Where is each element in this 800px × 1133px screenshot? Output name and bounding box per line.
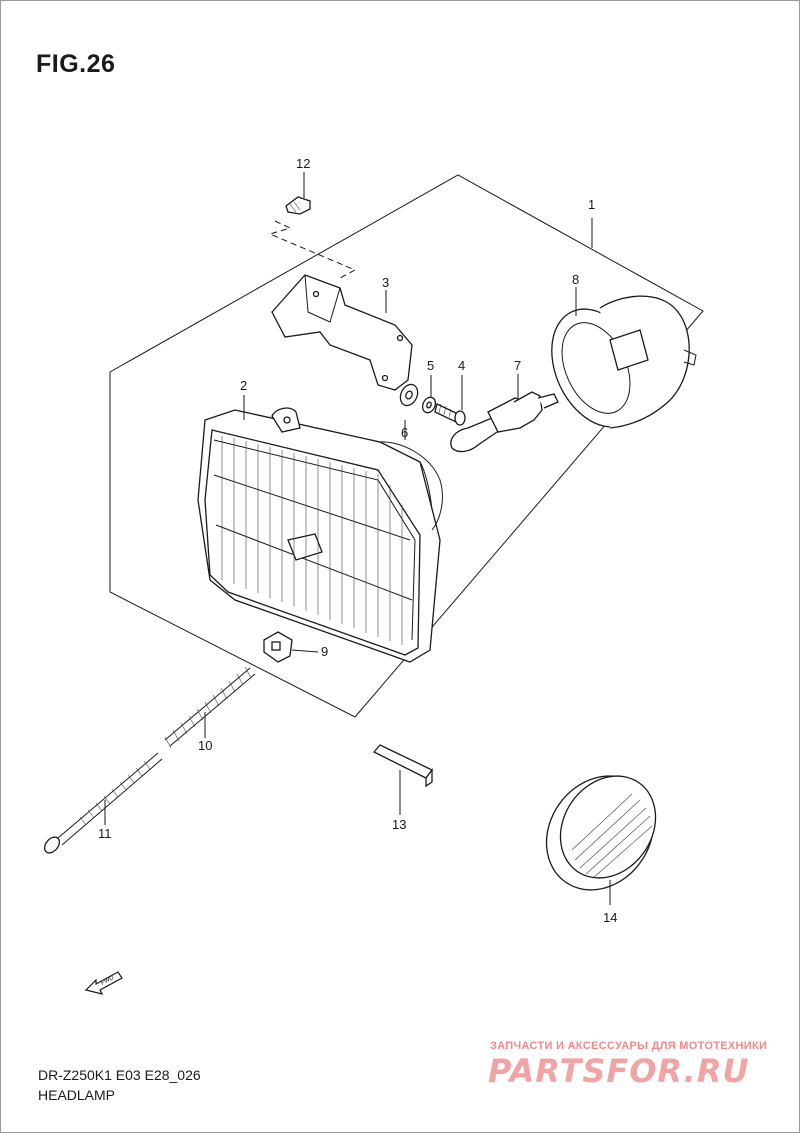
fwd-arrow-icon: FWD bbox=[84, 971, 123, 995]
watermark-caption: ЗАПЧАСТИ И АКСЕССУАРЫ ДЛЯ МОТОТЕХНИКИ bbox=[490, 1040, 768, 1052]
callout-4[interactable]: 4 bbox=[458, 358, 465, 373]
spring-10[interactable] bbox=[164, 666, 256, 749]
callout-9[interactable]: 9 bbox=[321, 644, 328, 659]
figure-title: FIG.26 bbox=[36, 50, 116, 78]
callout-12[interactable]: 12 bbox=[296, 156, 310, 171]
callout-3[interactable]: 3 bbox=[382, 275, 389, 290]
callout-13[interactable]: 13 bbox=[392, 817, 406, 832]
screw-4[interactable] bbox=[434, 375, 466, 426]
bracket-3[interactable] bbox=[271, 274, 413, 391]
assembly-outline bbox=[109, 174, 704, 718]
callout-8[interactable]: 8 bbox=[572, 272, 579, 287]
reflector-14[interactable] bbox=[525, 755, 676, 911]
spacer-13[interactable] bbox=[372, 744, 433, 815]
callout-14[interactable]: 14 bbox=[603, 910, 617, 925]
adjusting-screw-11[interactable] bbox=[42, 752, 163, 856]
callout-5[interactable]: 5 bbox=[427, 358, 434, 373]
washer-6[interactable] bbox=[397, 382, 421, 409]
headlamp-unit-2[interactable] bbox=[197, 395, 443, 663]
callout-10[interactable]: 10 bbox=[198, 738, 212, 753]
socket-cover-8[interactable] bbox=[534, 287, 697, 442]
screw-12[interactable] bbox=[285, 172, 311, 215]
callout-2[interactable]: 2 bbox=[240, 378, 247, 393]
watermark-logo: PARTSFOR.RU bbox=[488, 1052, 750, 1090]
leader-12-dashed bbox=[268, 220, 357, 279]
callout-7[interactable]: 7 bbox=[514, 358, 521, 373]
clip-nut-9[interactable] bbox=[263, 631, 319, 663]
model-code: DR-Z250K1 E03 E28_026 bbox=[38, 1067, 201, 1083]
washer-5[interactable] bbox=[420, 395, 438, 415]
section-name: HEADLAMP bbox=[38, 1087, 116, 1103]
callout-11[interactable]: 11 bbox=[98, 826, 112, 841]
callout-1[interactable]: 1 bbox=[588, 197, 595, 212]
callout-6[interactable]: 6 bbox=[401, 425, 408, 440]
bulb-7[interactable] bbox=[450, 374, 559, 453]
